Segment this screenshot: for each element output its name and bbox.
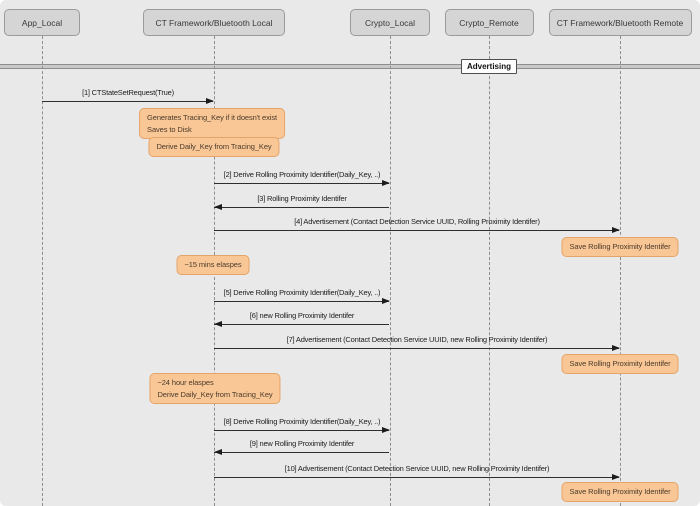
message-line bbox=[214, 183, 389, 184]
message-arrowhead-icon bbox=[382, 427, 390, 433]
note-line: Save Rolling Proximity Identifer bbox=[569, 359, 671, 368]
message-line bbox=[214, 452, 389, 453]
note: Save Rolling Proximity Identifer bbox=[561, 237, 679, 257]
message-arrowhead-icon bbox=[214, 321, 222, 327]
note-line: ~15 mins elaspes bbox=[184, 260, 242, 269]
message-label: [7] Advertisement (Contact Detection Ser… bbox=[286, 335, 548, 344]
participant-label: App_Local bbox=[21, 17, 63, 28]
message-label: [5] Derive Rolling Proximity Identifier(… bbox=[223, 288, 381, 297]
lifeline bbox=[390, 36, 391, 506]
note-line: Save Rolling Proximity Identifer bbox=[569, 242, 671, 251]
participant-box-app_local: App_Local bbox=[4, 9, 80, 36]
message-label: [1] CTStateSetRequest(True) bbox=[82, 88, 174, 97]
message-label: [2] Derive Rolling Proximity Identifier(… bbox=[223, 170, 381, 179]
message-line bbox=[214, 430, 389, 431]
lifeline bbox=[42, 36, 43, 506]
message-arrowhead-icon bbox=[612, 227, 620, 233]
message-label: [9] new Rolling Proximity Identifer bbox=[249, 439, 355, 448]
message-line bbox=[214, 348, 619, 349]
note: Save Rolling Proximity Identifer bbox=[561, 482, 679, 502]
note: Derive Daily_Key from Tracing_Key bbox=[148, 137, 280, 157]
participant-label: Crypto_Remote bbox=[459, 17, 519, 28]
message-line bbox=[214, 301, 389, 302]
note-line: Derive Daily_Key from Tracing_Key bbox=[156, 142, 272, 151]
message-line bbox=[42, 101, 213, 102]
participant-box-ct_local: CT Framework/Bluetooth Local bbox=[143, 9, 285, 36]
message-label: [3] Rolling Proximity Identifer bbox=[257, 194, 347, 203]
participant-box-ct_remote: CT Framework/Bluetooth Remote bbox=[548, 9, 692, 36]
message-label: [4] Advertisement (Contact Detection Ser… bbox=[294, 217, 540, 226]
note-line: ~24 hour elaspes bbox=[157, 378, 214, 387]
participant-box-crypto_local: Crypto_Local bbox=[350, 9, 430, 36]
message-label: [6] new Rolling Proximity Identifer bbox=[249, 311, 355, 320]
advertising-separator-label: Advertising bbox=[460, 59, 518, 74]
note-line: Generates Tracing_Key if it doesn't exis… bbox=[147, 113, 277, 122]
lifeline bbox=[620, 36, 621, 506]
message-arrowhead-icon bbox=[214, 204, 222, 210]
participant-label: CT Framework/Bluetooth Local bbox=[155, 17, 273, 28]
note: ~15 mins elaspes bbox=[176, 255, 250, 275]
note: Generates Tracing_Key if it doesn't exis… bbox=[139, 108, 285, 140]
participant-box-crypto_remote: Crypto_Remote bbox=[444, 9, 534, 36]
note-line: Save Rolling Proximity Identifer bbox=[569, 487, 671, 496]
note-line: Derive Daily_Key from Tracing_Key bbox=[157, 389, 273, 399]
message-arrowhead-icon bbox=[382, 180, 390, 186]
message-line bbox=[214, 477, 619, 478]
message-line bbox=[214, 230, 619, 231]
message-label: [8] Derive Rolling Proximity Identifier(… bbox=[223, 417, 381, 426]
message-line bbox=[214, 207, 389, 208]
message-arrowhead-icon bbox=[612, 345, 620, 351]
note-line: Saves to Disk bbox=[147, 124, 192, 134]
message-arrowhead-icon bbox=[206, 98, 214, 104]
message-arrowhead-icon bbox=[382, 298, 390, 304]
participant-label: Crypto_Local bbox=[364, 17, 416, 28]
lifeline bbox=[489, 36, 490, 506]
message-arrowhead-icon bbox=[612, 474, 620, 480]
participant-label: CT Framework/Bluetooth Remote bbox=[556, 17, 684, 28]
message-line bbox=[214, 324, 389, 325]
note: Save Rolling Proximity Identifer bbox=[561, 354, 679, 374]
message-arrowhead-icon bbox=[214, 449, 222, 455]
message-label: [10] Advertisement (Contact Detection Se… bbox=[284, 464, 550, 473]
advertising-separator-line bbox=[0, 64, 700, 69]
